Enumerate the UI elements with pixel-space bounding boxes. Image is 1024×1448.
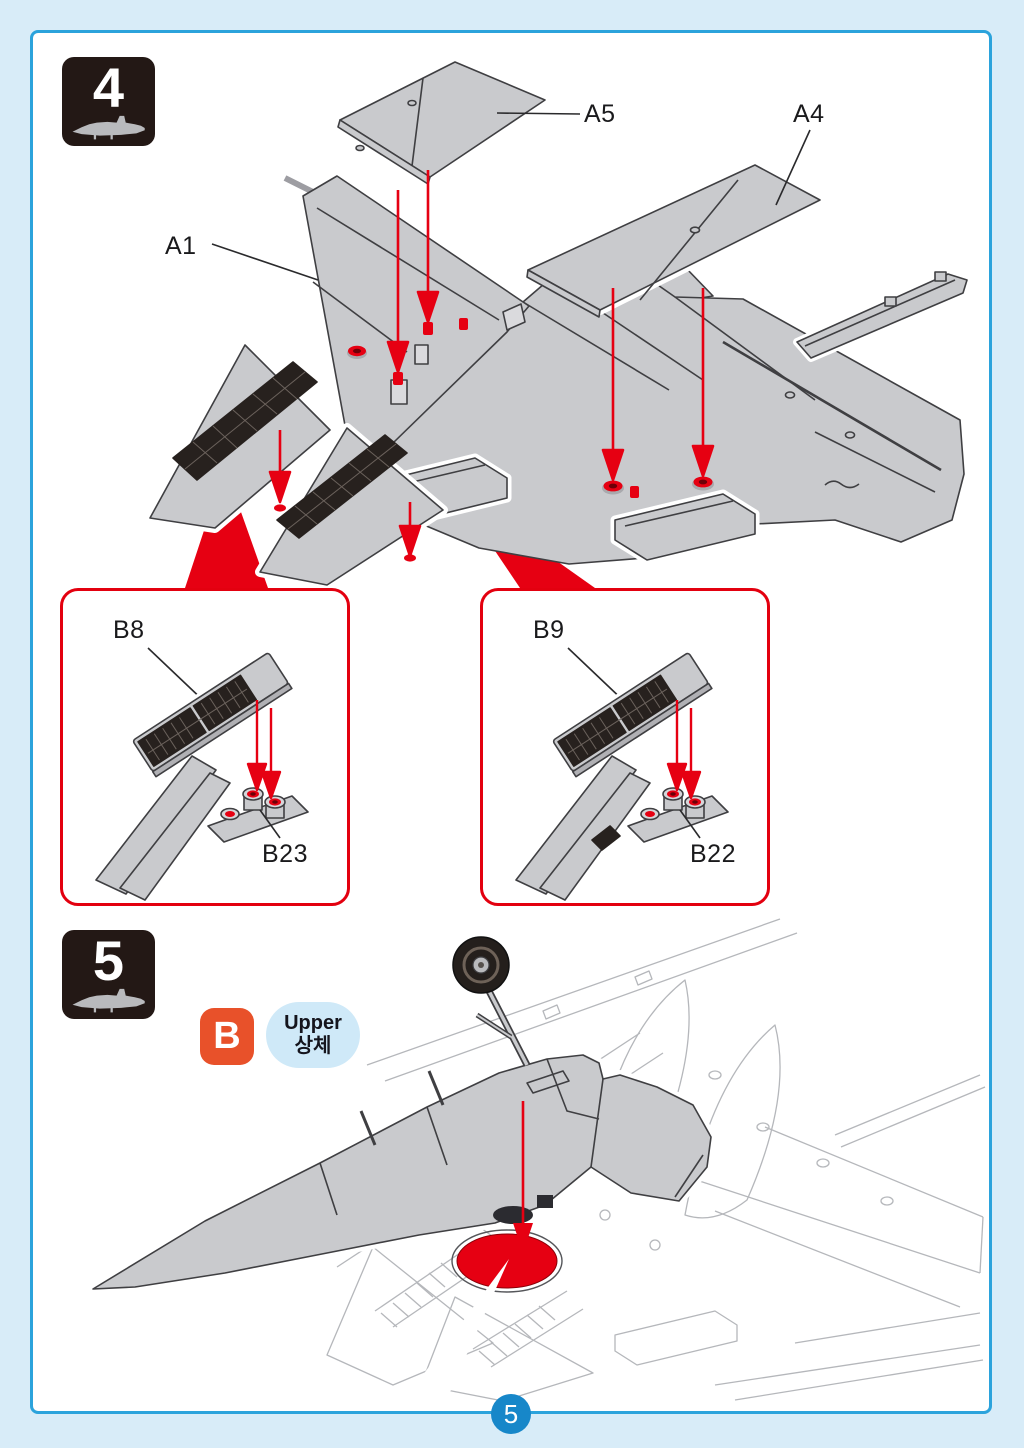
step-5-number: 5 xyxy=(92,929,125,992)
duct-part xyxy=(95,755,309,901)
aircraft-silhouette-icon xyxy=(72,115,145,140)
part-label-a5: A5 xyxy=(584,100,616,128)
assembly-arrows xyxy=(268,170,715,558)
step-5-assembly-view xyxy=(88,918,986,1402)
detail-arrows xyxy=(666,700,702,800)
detail-box-right-drawing xyxy=(515,647,729,901)
part-label-a1: A1 xyxy=(165,232,197,260)
nose-gear xyxy=(452,936,531,1067)
callout-triangle-left xyxy=(185,467,268,588)
detail-box-left-drawing xyxy=(95,647,309,901)
duct-part xyxy=(515,755,729,901)
attach-highlight xyxy=(405,1229,563,1399)
intake-wedge-2 xyxy=(255,423,448,590)
page-number: 5 xyxy=(491,1394,531,1434)
aircraft-silhouette-icon xyxy=(72,988,145,1013)
part-label-b22: B22 xyxy=(690,840,736,868)
step-5-badge: 5 xyxy=(62,930,155,1019)
assembly-arrow xyxy=(513,1101,533,1253)
detail-box-right xyxy=(480,588,770,906)
detail-box-left xyxy=(60,588,350,906)
side-rail xyxy=(793,270,971,362)
part-label-b9: B9 xyxy=(533,616,565,644)
nose-section xyxy=(88,1050,716,1294)
note-line-en: Upper xyxy=(284,1012,342,1034)
step-4-badge: 4 xyxy=(62,57,155,146)
step-4-exploded-view xyxy=(145,57,971,590)
panel-a5 xyxy=(335,57,550,185)
part-label-b23: B23 xyxy=(262,840,308,868)
part-group-badge-b: B xyxy=(200,1008,254,1065)
part-group-note: Upper 상체 xyxy=(266,1002,360,1068)
part-label-a4: A4 xyxy=(793,100,825,128)
step-4-number: 4 xyxy=(92,56,125,119)
part-label-b8: B8 xyxy=(113,616,145,644)
grille-part xyxy=(549,649,713,778)
mount-hardware xyxy=(274,303,714,562)
grille-part xyxy=(129,649,293,778)
detail-arrows xyxy=(246,700,282,800)
panel-a4 xyxy=(523,160,825,318)
intake-wedge-1 xyxy=(145,340,335,533)
note-line-ko: 상체 xyxy=(294,1035,332,1057)
label-leaders xyxy=(211,112,811,281)
